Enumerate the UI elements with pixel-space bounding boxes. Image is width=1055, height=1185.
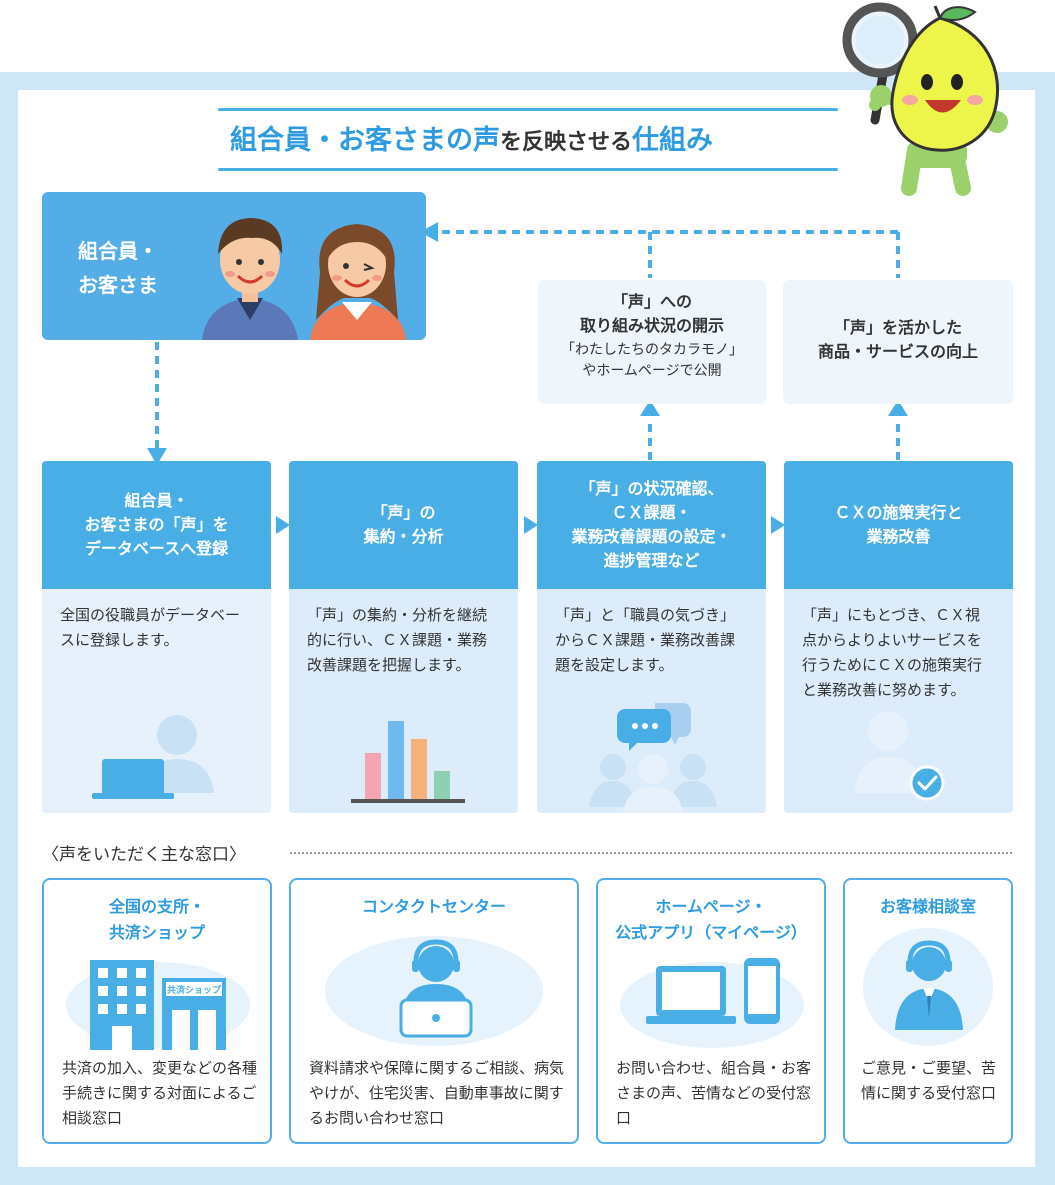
window-contact-desc: 資料請求や保障に関するご相談、病気やけが、住宅災害、自動車事故に関するお問い合わ… <box>309 1059 565 1127</box>
shop-sign-text: 共済ショップ <box>167 984 222 996</box>
window-contact-title: コンタクトセンター <box>361 897 506 916</box>
disclosure-heading: 「声」への 取り組み状況の開示 <box>579 292 724 335</box>
operator-icon <box>399 939 473 1038</box>
window-support-title: お客様相談室 <box>879 897 976 916</box>
user-check-icon <box>854 711 945 801</box>
step-register-heading: 組合員・ お客さまの「声」を データベースへ登録 <box>42 461 271 589</box>
window-support-desc: ご意見・ご要望、苦情に関する受付窓口 <box>861 1059 997 1102</box>
title-part2: を反映させる <box>500 130 633 155</box>
step-analyze-body: 「声」の集約・分析を継続的に行い、ＣＸ課題・業務改善課題を把握します。 <box>307 606 488 674</box>
windows-section-label: 〈声をいただく主な窓口〉 <box>42 845 246 865</box>
step-review-body: 「声」と「職員の気づき」からＣＸ課題・業務改善課題を設定します。 <box>555 606 736 674</box>
step-execute-body: 「声」にもとづき、ＣＸ視点からよりよいサービスを行うためにＣＸの施策実行と業務改… <box>802 606 983 699</box>
flow-arrows <box>147 222 908 465</box>
title-bottom-rule <box>218 168 838 171</box>
disclosure-sub: 「わたしたちのタカラモノ」 やホームページで公開 <box>561 342 743 379</box>
step-review-heading: 「声」の状況確認、 ＣＸ課題・ 業務改善課題の設定・ 進捗管理など <box>537 461 766 589</box>
step-arrow-1 <box>276 516 290 534</box>
window-homepage-title: ホームページ・ 公式アプリ（マイページ） <box>615 897 807 942</box>
window-homepage-app: ホームページ・ 公式アプリ（マイページ） お問い合わせ、組合員・お客さまの声、苦… <box>596 878 826 1144</box>
improvement-box: 「声」を活かした 商品・サービスの向上 <box>783 280 1013 404</box>
laptop-phone-icon <box>646 958 780 1024</box>
laptop-user-icon <box>92 715 214 799</box>
customers-illustration-icon <box>202 218 406 340</box>
page-title: 組合員・お客さまの声を反映させる仕組み <box>230 118 830 157</box>
bar-chart-icon <box>351 721 465 803</box>
lemon-mascot-magnifier-icon <box>842 2 1008 196</box>
title-part1: 組合員・お客さまの声 <box>230 125 500 156</box>
step-execute: ＣＸの施策実行と 業務改善 「声」にもとづき、ＣＸ視点からよりよいサービスを行う… <box>784 461 1013 813</box>
step-arrow-2 <box>524 516 538 534</box>
step-arrow-3 <box>771 516 785 534</box>
window-contact-center: コンタクトセンター 資料請求や保障に関するご相談、病気やけが、住宅災害、自動車事… <box>289 878 579 1144</box>
step-register: 組合員・ お客さまの「声」を データベースへ登録 全国の役職員がデータベースに登… <box>42 461 271 813</box>
customers-box: 組合員・ お客さま <box>42 192 426 340</box>
step-analyze: 「声」の 集約・分析 「声」の集約・分析を継続的に行い、ＣＸ課題・業務改善課題を… <box>289 461 518 813</box>
step-analyze-heading: 「声」の 集約・分析 <box>289 461 518 589</box>
window-branch-desc: 共済の加入、変更などの各種手続きに関する対面によるご相談窓口 <box>62 1059 258 1127</box>
step-review: 「声」の状況確認、 ＣＸ課題・ 業務改善課題の設定・ 進捗管理など 「声」と「職… <box>537 461 766 813</box>
disclosure-box: 「声」への 取り組み状況の開示 「わたしたちのタカラモノ」 やホームページで公開 <box>538 280 766 404</box>
building-shop-icon: 共済ショップ <box>90 960 226 1050</box>
support-agent-icon <box>895 940 963 1030</box>
window-branch-title: 全国の支所・ 共済ショップ <box>108 897 205 942</box>
title-top-rule <box>218 108 838 111</box>
window-customer-support: お客様相談室 ご意見・ご要望、苦情に関する受付窓口 <box>843 878 1013 1144</box>
windows-section-rule <box>290 852 1012 854</box>
title-part3: 仕組み <box>632 125 714 156</box>
step-register-body: 全国の役職員がデータベースに登録します。 <box>60 606 241 649</box>
window-homepage-desc: お問い合わせ、組合員・お客さまの声、苦情などの受付窓口 <box>616 1059 812 1127</box>
discussion-group-icon <box>589 703 717 813</box>
window-branch-shop: 全国の支所・ 共済ショップ 共済ショップ 共済の加入、変更などの各種手続きに関す… <box>42 878 272 1144</box>
step-execute-heading: ＣＸの施策実行と 業務改善 <box>784 461 1013 589</box>
improvement-heading: 「声」を活かした 商品・サービスの向上 <box>817 318 978 361</box>
customers-label: 組合員・ お客さま <box>78 239 158 297</box>
